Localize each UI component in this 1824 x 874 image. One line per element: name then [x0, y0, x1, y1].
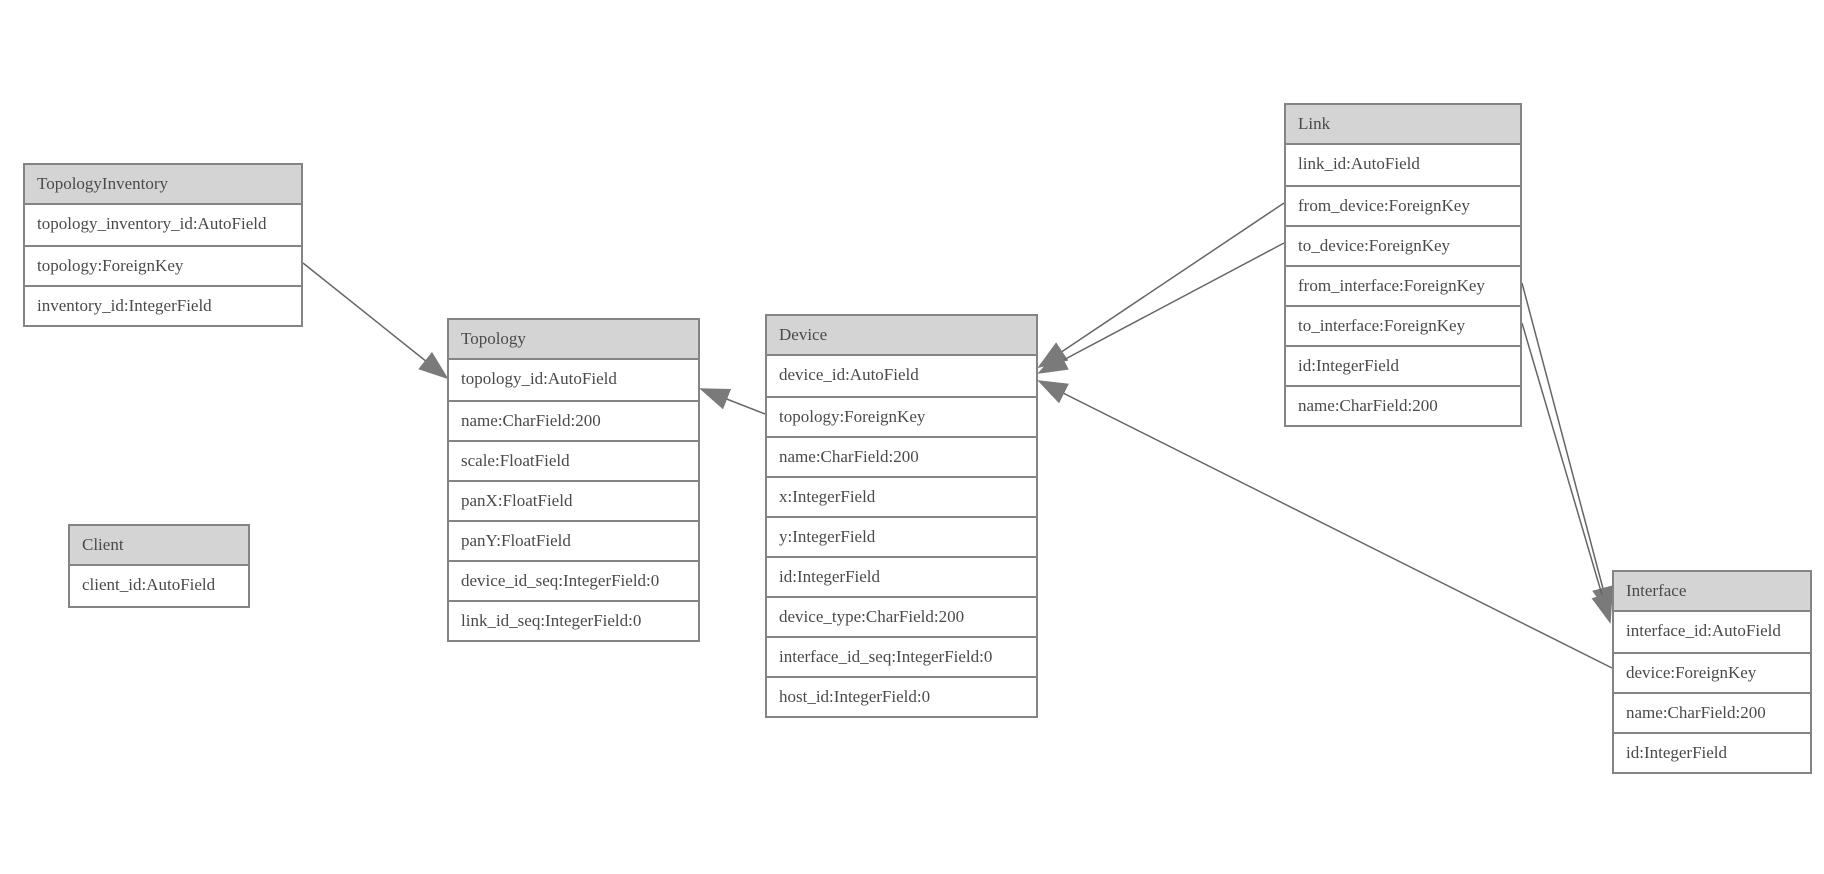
entity-field-link-5: id:IntegerField: [1286, 345, 1520, 385]
entity-title-link: Link: [1286, 105, 1520, 145]
entity-field-device-2: name:CharField:200: [767, 436, 1036, 476]
entity-field-client-0: client_id:AutoField: [70, 566, 248, 606]
entity-field-device-7: interface_id_seq:IntegerField:0: [767, 636, 1036, 676]
relation-line-link_from_interface: [1521, 282, 1614, 617]
entity-field-device-3: x:IntegerField: [767, 476, 1036, 516]
entity-field-interface-3: id:IntegerField: [1614, 732, 1810, 772]
entity-field-topology-0: topology_id:AutoField: [449, 360, 698, 400]
entity-field-topology-1: name:CharField:200: [449, 400, 698, 440]
entity-title-topology_inventory: TopologyInventory: [25, 165, 301, 205]
relation-line-ti_topology: [302, 262, 449, 380]
entity-field-link-4: to_interface:ForeignKey: [1286, 305, 1520, 345]
entity-field-topology_inventory-2: inventory_id:IntegerField: [25, 285, 301, 325]
entity-field-device-6: device_type:CharField:200: [767, 596, 1036, 636]
relation-line-link_from_device: [1037, 202, 1285, 369]
entity-title-interface: Interface: [1614, 572, 1810, 612]
entity-field-topology_inventory-0: topology_inventory_id:AutoField: [25, 205, 301, 245]
entity-field-link-2: to_device:ForeignKey: [1286, 225, 1520, 265]
entity-field-topology-5: device_id_seq:IntegerField:0: [449, 560, 698, 600]
entity-field-topology-2: scale:FloatField: [449, 440, 698, 480]
entity-title-client: Client: [70, 526, 248, 566]
entity-field-topology_inventory-1: topology:ForeignKey: [25, 245, 301, 285]
entity-field-device-5: id:IntegerField: [767, 556, 1036, 596]
entity-field-topology-6: link_id_seq:IntegerField:0: [449, 600, 698, 640]
entity-field-topology-3: panX:FloatField: [449, 480, 698, 520]
entity-field-interface-0: interface_id:AutoField: [1614, 612, 1810, 652]
relation-line-device_topology: [699, 388, 766, 415]
entity-field-device-0: device_id:AutoField: [767, 356, 1036, 396]
entity-field-device-4: y:IntegerField: [767, 516, 1036, 556]
entity-field-device-1: topology:ForeignKey: [767, 396, 1036, 436]
entity-field-link-0: link_id:AutoField: [1286, 145, 1520, 185]
entity-title-topology: Topology: [449, 320, 698, 360]
entity-field-interface-1: device:ForeignKey: [1614, 652, 1810, 692]
relation-line-link_to_interface: [1521, 322, 1613, 624]
entity-field-topology-4: panY:FloatField: [449, 520, 698, 560]
relation-line-link_to_device: [1037, 242, 1285, 374]
entity-field-link-3: from_interface:ForeignKey: [1286, 265, 1520, 305]
entity-field-device-8: host_id:IntegerField:0: [767, 676, 1036, 716]
entity-title-device: Device: [767, 316, 1036, 356]
entity-field-link-1: from_device:ForeignKey: [1286, 185, 1520, 225]
entity-field-interface-2: name:CharField:200: [1614, 692, 1810, 732]
entity-field-link-6: name:CharField:200: [1286, 385, 1520, 425]
